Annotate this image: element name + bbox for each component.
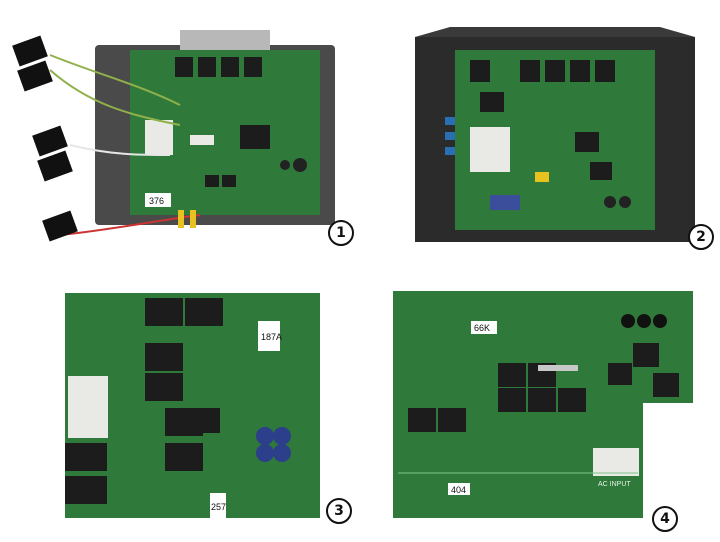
board-tag-3a: 187A	[261, 332, 282, 342]
board-tag-4a: 66K	[474, 323, 490, 333]
board-photo-4: 66K 404 AC INPUT 4	[388, 283, 713, 532]
panel-number-badge-2: 2	[688, 224, 714, 250]
board-silkscreen-ac-input: AC INPUT	[598, 481, 631, 488]
board-tag-3b: 257	[211, 502, 226, 512]
board-photo-3: 187A 257 3	[60, 288, 355, 528]
board-tag-4b: 404	[451, 485, 466, 495]
panel-number-badge-4: 4	[652, 506, 678, 532]
panel-number-badge-3: 3	[326, 498, 352, 524]
panel-number-badge-1: 1	[328, 220, 354, 246]
board-tag-1: 376	[149, 196, 164, 206]
board-photo-1: 376 1	[10, 15, 354, 246]
board-photo-2: 2	[410, 12, 715, 250]
